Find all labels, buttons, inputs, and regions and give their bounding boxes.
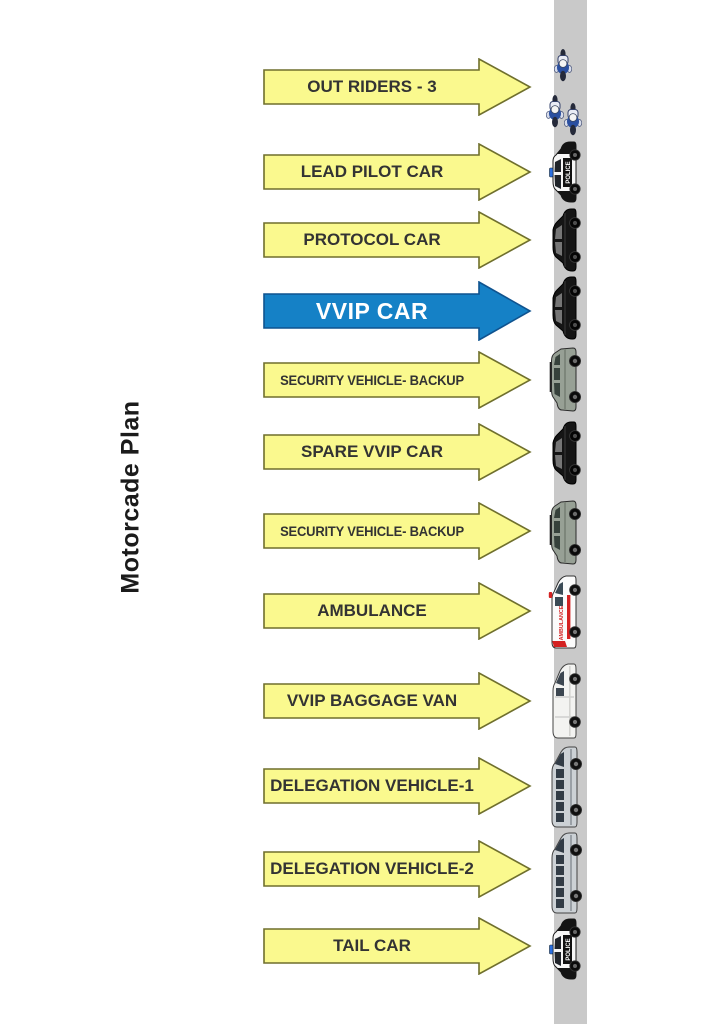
black-sedan-icon <box>547 207 581 273</box>
minibus-icon <box>545 744 583 830</box>
police-motorcycles-icon <box>542 44 586 140</box>
motorcade-arrow: DELEGATION VEHICLE-1 <box>263 757 532 815</box>
arrow-label: DELEGATION VEHICLE-1 <box>270 776 474 795</box>
arrow-label: PROTOCOL CAR <box>303 230 441 249</box>
svg-text:AMBULANCE: AMBULANCE <box>559 605 565 640</box>
arrow-label: OUT RIDERS - 3 <box>307 77 437 96</box>
motorcade-arrow: OUT RIDERS - 3 <box>263 58 532 116</box>
motorcade-arrow: DELEGATION VEHICLE-2 <box>263 840 532 898</box>
white-van-icon <box>546 661 582 741</box>
svg-text:POLICE: POLICE <box>566 161 572 183</box>
black-sedan-icon <box>547 275 581 341</box>
arrow-label: LEAD PILOT CAR <box>300 162 444 181</box>
arrow-label: SPARE VVIP CAR <box>300 442 444 461</box>
motorcade-arrow: PROTOCOL CAR <box>263 211 532 269</box>
motorcade-arrow: SPARE VVIP CAR <box>263 423 532 481</box>
minibus-icon <box>545 830 583 916</box>
motorcade-arrow: SECURITY VEHICLE- BACKUP <box>263 502 532 560</box>
suv-icon <box>547 346 581 414</box>
motorcade-arrow: VVIP BAGGAGE VAN <box>263 672 532 730</box>
police-car-icon: POLICE <box>547 140 581 204</box>
suv-icon <box>547 499 581 567</box>
arrow-label: SECURITY VEHICLE- BACKUP <box>280 523 464 539</box>
black-sedan-icon <box>547 420 581 486</box>
arrow-label: TAIL CAR <box>333 936 411 955</box>
arrow-label: AMBULANCE <box>317 601 427 620</box>
arrow-label: VVIP CAR <box>315 297 429 324</box>
arrow-label: VVIP BAGGAGE VAN <box>286 691 458 710</box>
police-car-icon: POLICE <box>547 917 581 981</box>
arrow-label: DELEGATION VEHICLE-2 <box>270 859 474 878</box>
ambulance-icon: AMBULANCE <box>546 573 582 651</box>
motorcade-arrow: LEAD PILOT CAR <box>263 143 532 201</box>
vvip-arrow: VVIP CAR <box>263 281 532 341</box>
arrow-label: SECURITY VEHICLE- BACKUP <box>280 372 464 388</box>
motorcade-arrow: SECURITY VEHICLE- BACKUP <box>263 351 532 409</box>
motorcade-arrow: TAIL CAR <box>263 917 532 975</box>
diagram-title: Motorcade Plan <box>116 400 145 594</box>
svg-text:POLICE: POLICE <box>566 938 572 960</box>
motorcade-arrow: AMBULANCE <box>263 582 532 640</box>
